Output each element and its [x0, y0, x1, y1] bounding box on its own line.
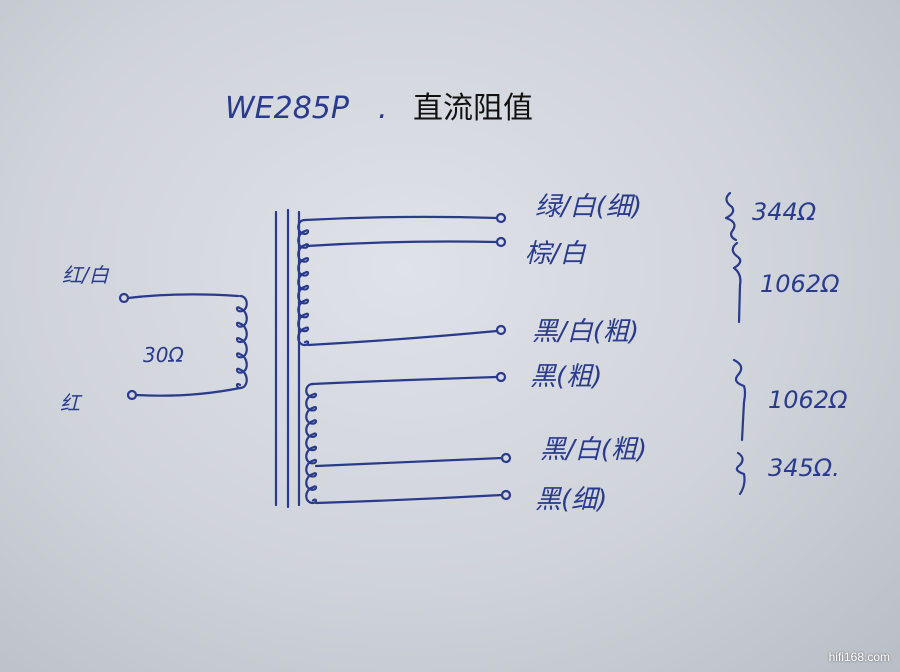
lead-label-5: 黑/白(粗) [540, 435, 647, 465]
model-label: WE285P [225, 91, 350, 126]
secondary-winding-lower [305, 371, 512, 505]
watermark: hifi168.com [828, 650, 890, 664]
lead-label-4: 黑(粗) [530, 362, 602, 392]
lead-label-1: 绿/白(细) [535, 192, 642, 222]
resistance-2: 1062Ω [760, 270, 840, 298]
resistance-braces [724, 191, 747, 496]
transformer-core [274, 208, 301, 509]
resistance-3: 1062Ω [768, 386, 848, 414]
secondary-winding-upper [297, 212, 507, 347]
resistance-1: 344Ω [752, 198, 817, 226]
title-subject: 直流阻值 [413, 91, 533, 126]
primary-top-lead-label: 红/白 [62, 263, 110, 287]
primary-resistance: 30Ω [143, 343, 184, 367]
resistance-4: 345Ω. [768, 454, 840, 482]
primary-winding [118, 292, 248, 401]
lead-label-6: 黑(细) [535, 485, 607, 515]
lead-label-2: 棕/白 [525, 239, 587, 269]
primary-bottom-lead-label: 红 [60, 391, 83, 415]
lead-label-3: 黑/白(粗) [532, 317, 639, 347]
title-separator: . [378, 91, 388, 126]
